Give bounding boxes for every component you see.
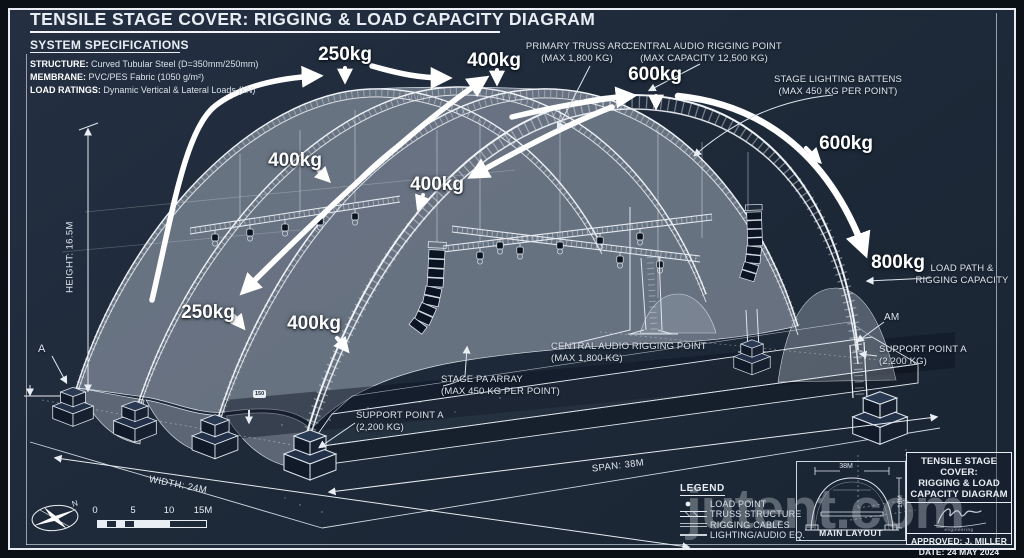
rigging-cables-icon bbox=[680, 521, 710, 529]
load-label: 250kg bbox=[318, 44, 372, 65]
spec-membrane: MEMBRANE: PVC/PES Fabric (1050 g/m²) bbox=[30, 72, 205, 82]
main-layout-label: MAIN LAYOUT bbox=[819, 528, 883, 538]
load-label: 400kg bbox=[467, 50, 521, 71]
specs-list: STRUCTURE: Curved Tubular Steel (D=350mm… bbox=[30, 58, 258, 97]
pa-array-right bbox=[739, 203, 763, 283]
main-layout-box: 38M 16M MAIN LAYOUT bbox=[796, 461, 906, 541]
annotation-stage-lighting-battens: STAGE LIGHTING BATTENS(MAX 450 KG PER PO… bbox=[773, 74, 903, 97]
spec-load-ratings: LOAD RATINGS: Dynamic Vertical & Lateral… bbox=[30, 85, 256, 95]
arrow-right-descent bbox=[674, 92, 871, 259]
main-layout-span-dim: 38M bbox=[839, 463, 853, 470]
annotation-a-marker: A bbox=[38, 343, 46, 355]
page-title: TENSILE STAGE COVER: RIGGING & LOAD CAPA… bbox=[30, 9, 596, 29]
annotation-central-audio-top: CENTRAL AUDIO RIGGING POINT(MAX CAPACITY… bbox=[626, 41, 782, 64]
scale-tick: 10 bbox=[163, 505, 175, 516]
inner-frame-left bbox=[26, 54, 27, 545]
specs-heading: SYSTEM SPECIFICATIONS bbox=[30, 38, 189, 52]
title-block-signature: engineering bbox=[907, 503, 1011, 534]
load-path-arrows bbox=[149, 63, 871, 354]
annotation-support-point-a-right: SUPPORT POINT A(2,200 KG) bbox=[879, 344, 967, 367]
scale-tick: 5 bbox=[130, 505, 136, 516]
truss-structure-icon bbox=[680, 510, 710, 518]
scale-tick: 15M bbox=[193, 505, 213, 516]
lighting-audio-icon bbox=[680, 531, 710, 539]
load-label: 250kg bbox=[181, 302, 235, 323]
title-block: TENSILE STAGE COVER: RIGGING & LOAD CAPA… bbox=[906, 452, 1012, 557]
annotation-support-point-a-left: SUPPORT POINT A(2,200 KG) bbox=[356, 410, 444, 433]
annotation-am: AM bbox=[884, 312, 900, 323]
title-block-approval: APPROVED: J. MILLER DATE: 24 MAY 2024 bbox=[911, 536, 1007, 557]
title-block-title: TENSILE STAGE COVER: RIGGING & LOAD CAPA… bbox=[907, 453, 1011, 503]
annotation-load-path: LOAD PATH &RIGGING CAPACITY bbox=[915, 263, 1009, 286]
load-label: 400kg bbox=[268, 150, 322, 171]
load-point-icon bbox=[680, 500, 710, 508]
arrow-membrane-diagonal bbox=[239, 75, 490, 296]
arrow-ridge-1 bbox=[369, 63, 453, 89]
arrow-inner-descent bbox=[467, 104, 615, 179]
legend-heading: LEGEND bbox=[680, 483, 725, 496]
annotation-stage-pa-array: STAGE PA ARRAY(MAX 450 KG PER POINT) bbox=[441, 374, 560, 397]
inner-frame-right bbox=[996, 13, 997, 545]
height-dimension-label: HEIGHT: 16.5M bbox=[64, 221, 76, 293]
width-dimension-line bbox=[53, 454, 691, 551]
load-direction-chevrons bbox=[229, 66, 822, 354]
dimension-lines bbox=[24, 122, 939, 551]
annotation-primary-truss-arc: PRIMARY TRUSS ARC(MAX 1,800 KG) bbox=[525, 41, 629, 64]
load-label: 800kg bbox=[871, 252, 925, 273]
specs-underline bbox=[30, 52, 180, 53]
title-underline bbox=[30, 31, 500, 33]
span-dimension-line bbox=[327, 413, 939, 496]
signature-subtext: engineering bbox=[944, 527, 974, 532]
scale-bar: 0 5 10 15M bbox=[88, 505, 218, 541]
annotation-central-audio-mid: CENTRAL AUDIO RIGGING POINT(MAX 1,800 KG… bbox=[551, 341, 707, 364]
load-label: 400kg bbox=[410, 174, 464, 195]
load-label: 600kg bbox=[819, 133, 873, 154]
load-label: 600kg bbox=[628, 64, 682, 85]
tag-150: 150 bbox=[253, 390, 267, 398]
compass-icon bbox=[31, 504, 79, 532]
scale-bar-strip bbox=[97, 520, 207, 528]
load-label: 400kg bbox=[287, 313, 341, 334]
main-layout-height-dim: 16M bbox=[897, 495, 905, 508]
signature-icon bbox=[933, 508, 987, 528]
spec-structure: STRUCTURE: Curved Tubular Steel (D=350mm… bbox=[30, 59, 259, 69]
scale-tick: 0 bbox=[92, 505, 98, 516]
annotation-leaders bbox=[51, 63, 931, 449]
